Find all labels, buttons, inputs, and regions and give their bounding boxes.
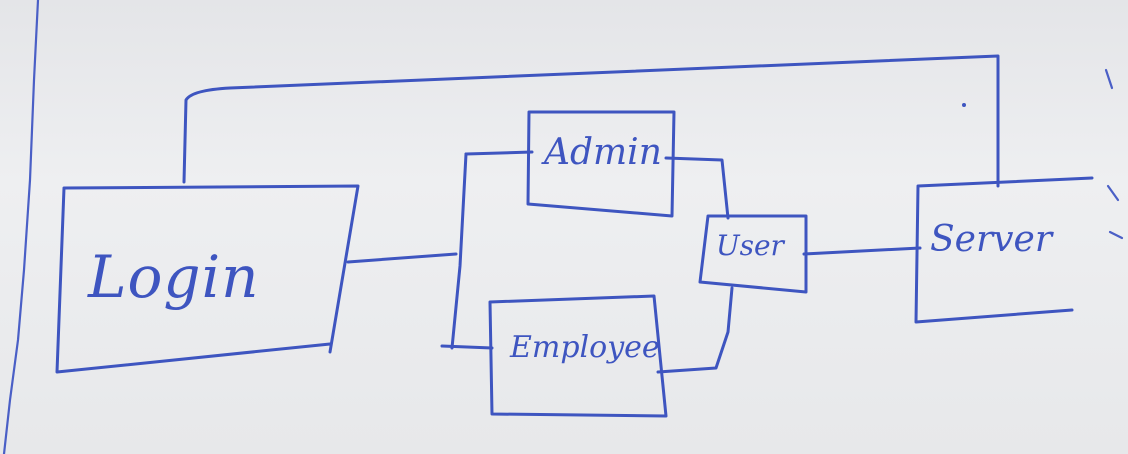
page-margin-line <box>2 0 40 454</box>
ink-dash <box>1104 68 1114 90</box>
connector-login-server <box>182 54 1000 188</box>
connector-user-server <box>802 246 922 256</box>
employee-box <box>488 294 668 418</box>
connector-branch-vertical <box>450 152 468 350</box>
ink-dash <box>1106 184 1124 240</box>
server-label: Server <box>930 219 1053 260</box>
connector-login-branch <box>346 252 458 264</box>
connector-branch-employee <box>440 344 494 350</box>
admin-box <box>526 110 676 218</box>
login-label: Login <box>88 243 260 311</box>
ink-dot <box>962 103 966 107</box>
connector-branch-admin <box>464 150 534 156</box>
employee-label: Employee <box>510 330 660 365</box>
server-box <box>914 176 1094 324</box>
admin-label: Admin <box>544 132 662 173</box>
connector-employee-user <box>656 286 734 374</box>
user-box <box>698 214 808 294</box>
connector-admin-user <box>664 156 730 220</box>
user-label: User <box>716 229 784 262</box>
login-box <box>55 184 360 374</box>
